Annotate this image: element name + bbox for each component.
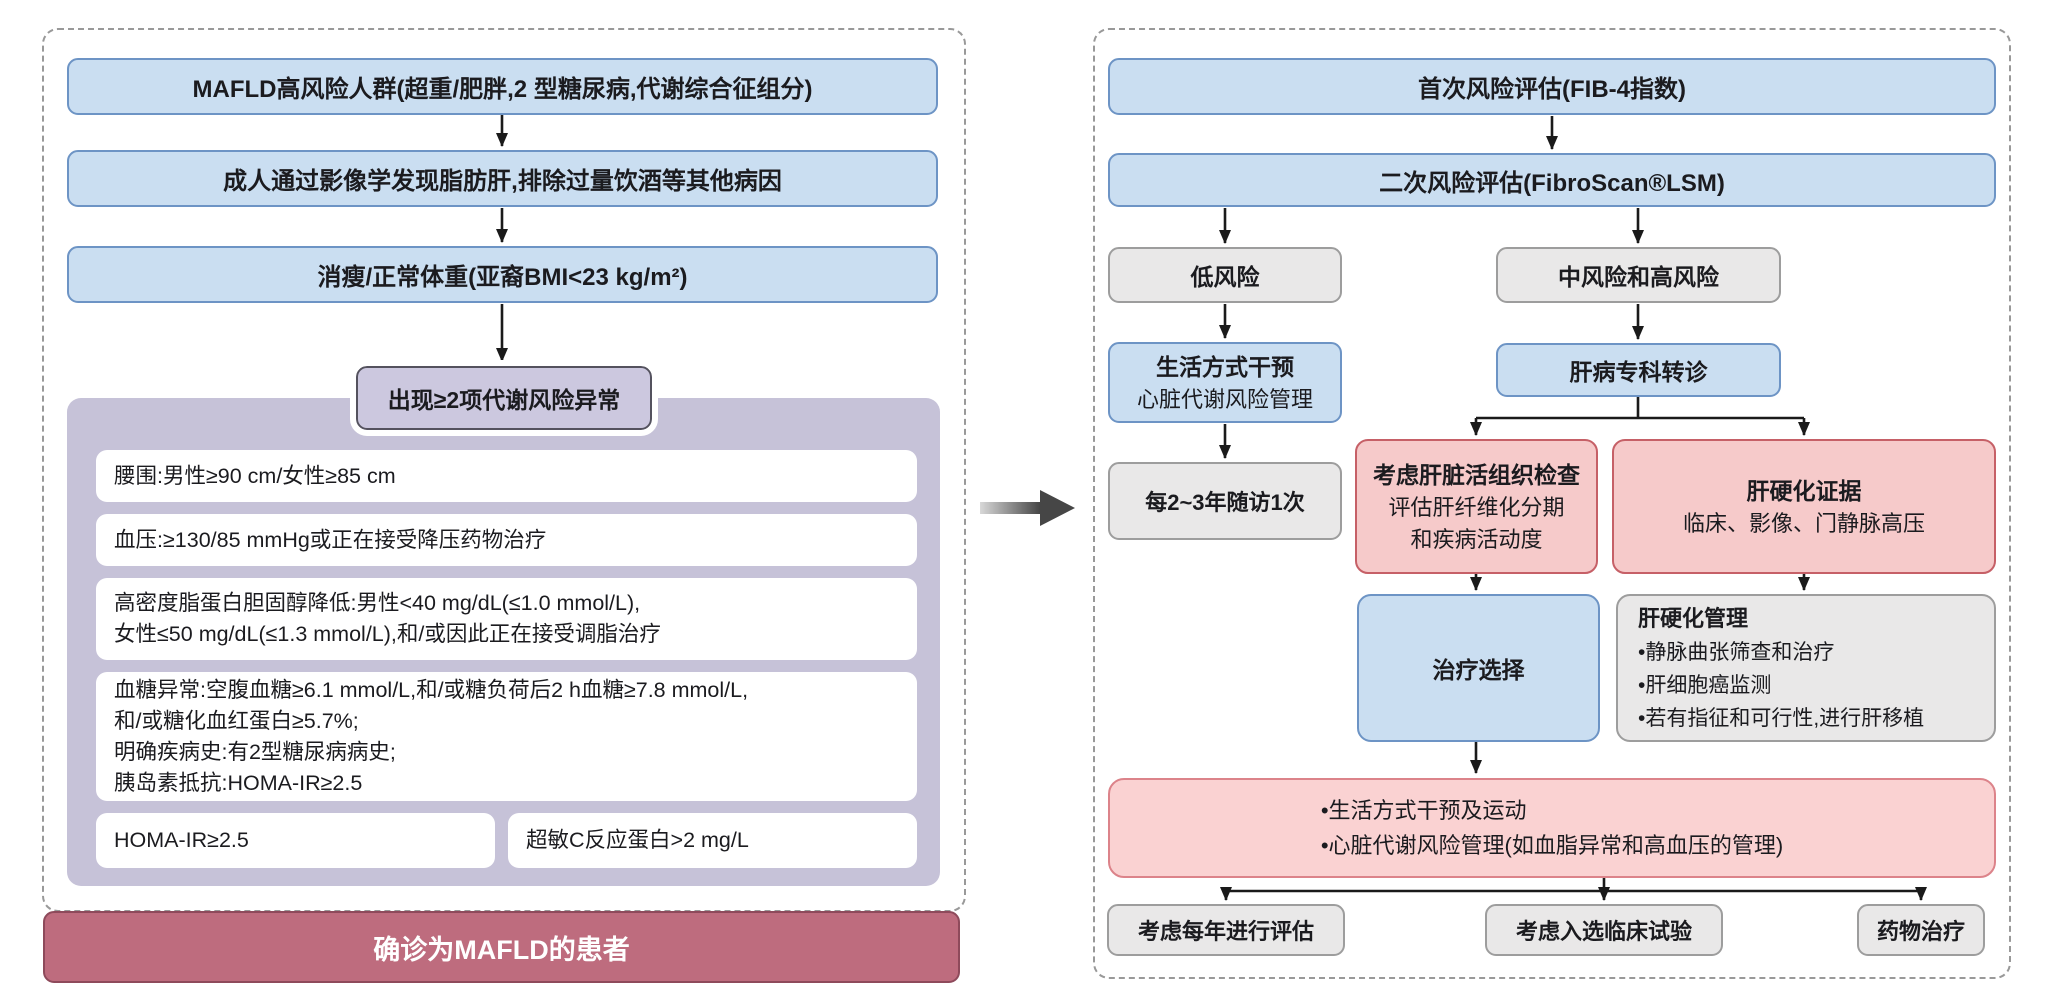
criteria-line: 腰围:男性≥90 cm/女性≥85 cm xyxy=(114,463,396,488)
panel-link-arrow xyxy=(980,490,1075,526)
drug-therapy-label: 药物治疗 xyxy=(1876,919,1965,944)
annual-assessment-box: 考虑每年进行评估 xyxy=(1107,904,1345,956)
cirrhosis-evidence-line1: 肝硬化证据 xyxy=(1746,477,1862,504)
flow-box-label: 消瘦/正常体重(亚裔BMI<23 kg/m²) xyxy=(317,264,688,291)
follow-up-label: 每2~3年随访1次 xyxy=(1145,490,1305,515)
low-risk-box: 低风险 xyxy=(1108,247,1342,303)
mid-high-risk-box: 中风险和高风险 xyxy=(1496,247,1781,303)
general-management-list: •生活方式干预及运动 •心脏代谢风险管理(如血脂异常和高血压的管理) xyxy=(1321,793,1783,863)
criteria-box-homa-ir: HOMA-IR≥2.5 xyxy=(96,813,495,868)
criteria-line: 高密度脂蛋白胆固醇降低:男性<40 mg/dL(≤1.0 mmol/L), xyxy=(114,591,641,615)
second-risk-assessment-box: 二次风险评估(FibroScan®LSM) xyxy=(1108,153,1996,207)
diagnosis-result-label: 确诊为MAFLD的患者 xyxy=(373,934,630,965)
criteria-line: 超敏C反应蛋白>2 mg/L xyxy=(526,828,749,852)
specialist-referral-label: 肝病专科转诊 xyxy=(1569,359,1708,385)
cirrhosis-management-title: 肝硬化管理 xyxy=(1638,605,1749,631)
criteria-row-blood-pressure: 血压:≥130/85 mmHg或正在接受降压药物治疗 xyxy=(96,514,917,566)
criteria-row-glucose: 血糖异常:空腹血糖≥6.1 mmol/L,和/或糖负荷后2 h血糖≥7.8 mm… xyxy=(96,672,917,801)
annual-assessment-label: 考虑每年进行评估 xyxy=(1137,919,1314,944)
lifestyle-line1: 生活方式干预 xyxy=(1156,353,1294,380)
liver-biopsy-box: 考虑肝脏活组织检查 评估肝纤维化分期 和疾病活动度 xyxy=(1355,439,1598,574)
diagnosis-result-box: 确诊为MAFLD的患者 xyxy=(43,911,960,983)
metabolic-risk-label: 出现≥2项代谢风险异常 xyxy=(387,387,621,413)
second-risk-assessment-label: 二次风险评估(FibroScan®LSM) xyxy=(1379,169,1725,197)
clinical-trial-box: 考虑入选临床试验 xyxy=(1485,904,1723,956)
cirrhosis-evidence-line2: 临床、影像、门静脉高压 xyxy=(1682,510,1925,536)
liver-biopsy-line1: 考虑肝脏活组织检查 xyxy=(1373,461,1580,488)
general-management-box: •生活方式干预及运动 •心脏代谢风险管理(如血脂异常和高血压的管理) xyxy=(1108,778,1996,878)
criteria-line: HOMA-IR≥2.5 xyxy=(114,828,249,852)
criteria-line: 血压:≥130/85 mmHg或正在接受降压药物治疗 xyxy=(114,527,547,552)
flow-box-label: 成人通过影像学发现脂肪肝,排除过量饮酒等其他病因 xyxy=(223,168,782,195)
mid-high-risk-label: 中风险和高风险 xyxy=(1558,264,1719,290)
cirrhosis-evidence-box: 肝硬化证据 临床、影像、门静脉高压 xyxy=(1612,439,1996,574)
cirrhosis-management-item: •若有指征和可行性,进行肝移植 xyxy=(1638,706,1925,730)
flow-box-lean-normal-weight: 消瘦/正常体重(亚裔BMI<23 kg/m²) xyxy=(67,246,938,303)
general-management-item: •心脏代谢风险管理(如血脂异常和高血压的管理) xyxy=(1320,833,1784,858)
first-risk-assessment-label: 首次风险评估(FIB-4指数) xyxy=(1418,76,1686,103)
criteria-row-waist: 腰围:男性≥90 cm/女性≥85 cm xyxy=(96,450,917,502)
first-risk-assessment-box: 首次风险评估(FIB-4指数) xyxy=(1108,58,1996,115)
flow-box-high-risk-population: MAFLD高风险人群(超重/肥胖,2 型糖尿病,代谢综合征组分) xyxy=(67,58,938,115)
liver-biopsy-line2: 评估肝纤维化分期 xyxy=(1388,494,1565,520)
cirrhosis-management-item: •静脉曲张筛查和治疗 xyxy=(1638,640,1835,664)
specialist-referral-box: 肝病专科转诊 xyxy=(1496,343,1781,397)
treatment-choice-label: 治疗选择 xyxy=(1432,657,1525,683)
lifestyle-line2: 心脏代谢风险管理 xyxy=(1136,386,1313,412)
criteria-line: 女性≤50 mg/dL(≤1.3 mmol/L),和/或因此正在接受调脂治疗 xyxy=(114,622,661,646)
drug-therapy-box: 药物治疗 xyxy=(1857,904,1985,956)
low-risk-label: 低风险 xyxy=(1190,264,1260,290)
liver-biopsy-line3: 和疾病活动度 xyxy=(1410,526,1543,552)
clinical-trial-label: 考虑入选临床试验 xyxy=(1515,919,1692,944)
criteria-line: 明确疾病史:有2型糖尿病病史; xyxy=(114,739,396,764)
lifestyle-intervention-box: 生活方式干预 心脏代谢风险管理 xyxy=(1108,342,1342,423)
flow-box-imaging-fatty-liver: 成人通过影像学发现脂肪肝,排除过量饮酒等其他病因 xyxy=(67,150,938,207)
criteria-row-hdl: 高密度脂蛋白胆固醇降低:男性<40 mg/dL(≤1.0 mmol/L), 女性… xyxy=(96,578,917,660)
treatment-choice-box: 治疗选择 xyxy=(1357,594,1600,742)
cirrhosis-management-item: •肝细胞癌监测 xyxy=(1638,673,1772,697)
follow-up-box: 每2~3年随访1次 xyxy=(1108,462,1342,540)
criteria-line: 和/或糖化血红蛋白≥5.7%; xyxy=(114,708,359,733)
criteria-line: 胰岛素抵抗:HOMA-IR≥2.5 xyxy=(114,770,363,795)
cirrhosis-management-box: 肝硬化管理 •静脉曲张筛查和治疗 •肝细胞癌监测 •若有指征和可行性,进行肝移植 xyxy=(1616,594,1996,742)
criteria-box-crp: 超敏C反应蛋白>2 mg/L xyxy=(508,813,917,868)
flow-box-label: MAFLD高风险人群(超重/肥胖,2 型糖尿病,代谢综合征组分) xyxy=(192,76,813,103)
metabolic-risk-box: 出现≥2项代谢风险异常 xyxy=(350,360,658,436)
general-management-item: •生活方式干预及运动 xyxy=(1320,798,1527,823)
criteria-line: 血糖异常:空腹血糖≥6.1 mmol/L,和/或糖负荷后2 h血糖≥7.8 mm… xyxy=(114,677,749,702)
